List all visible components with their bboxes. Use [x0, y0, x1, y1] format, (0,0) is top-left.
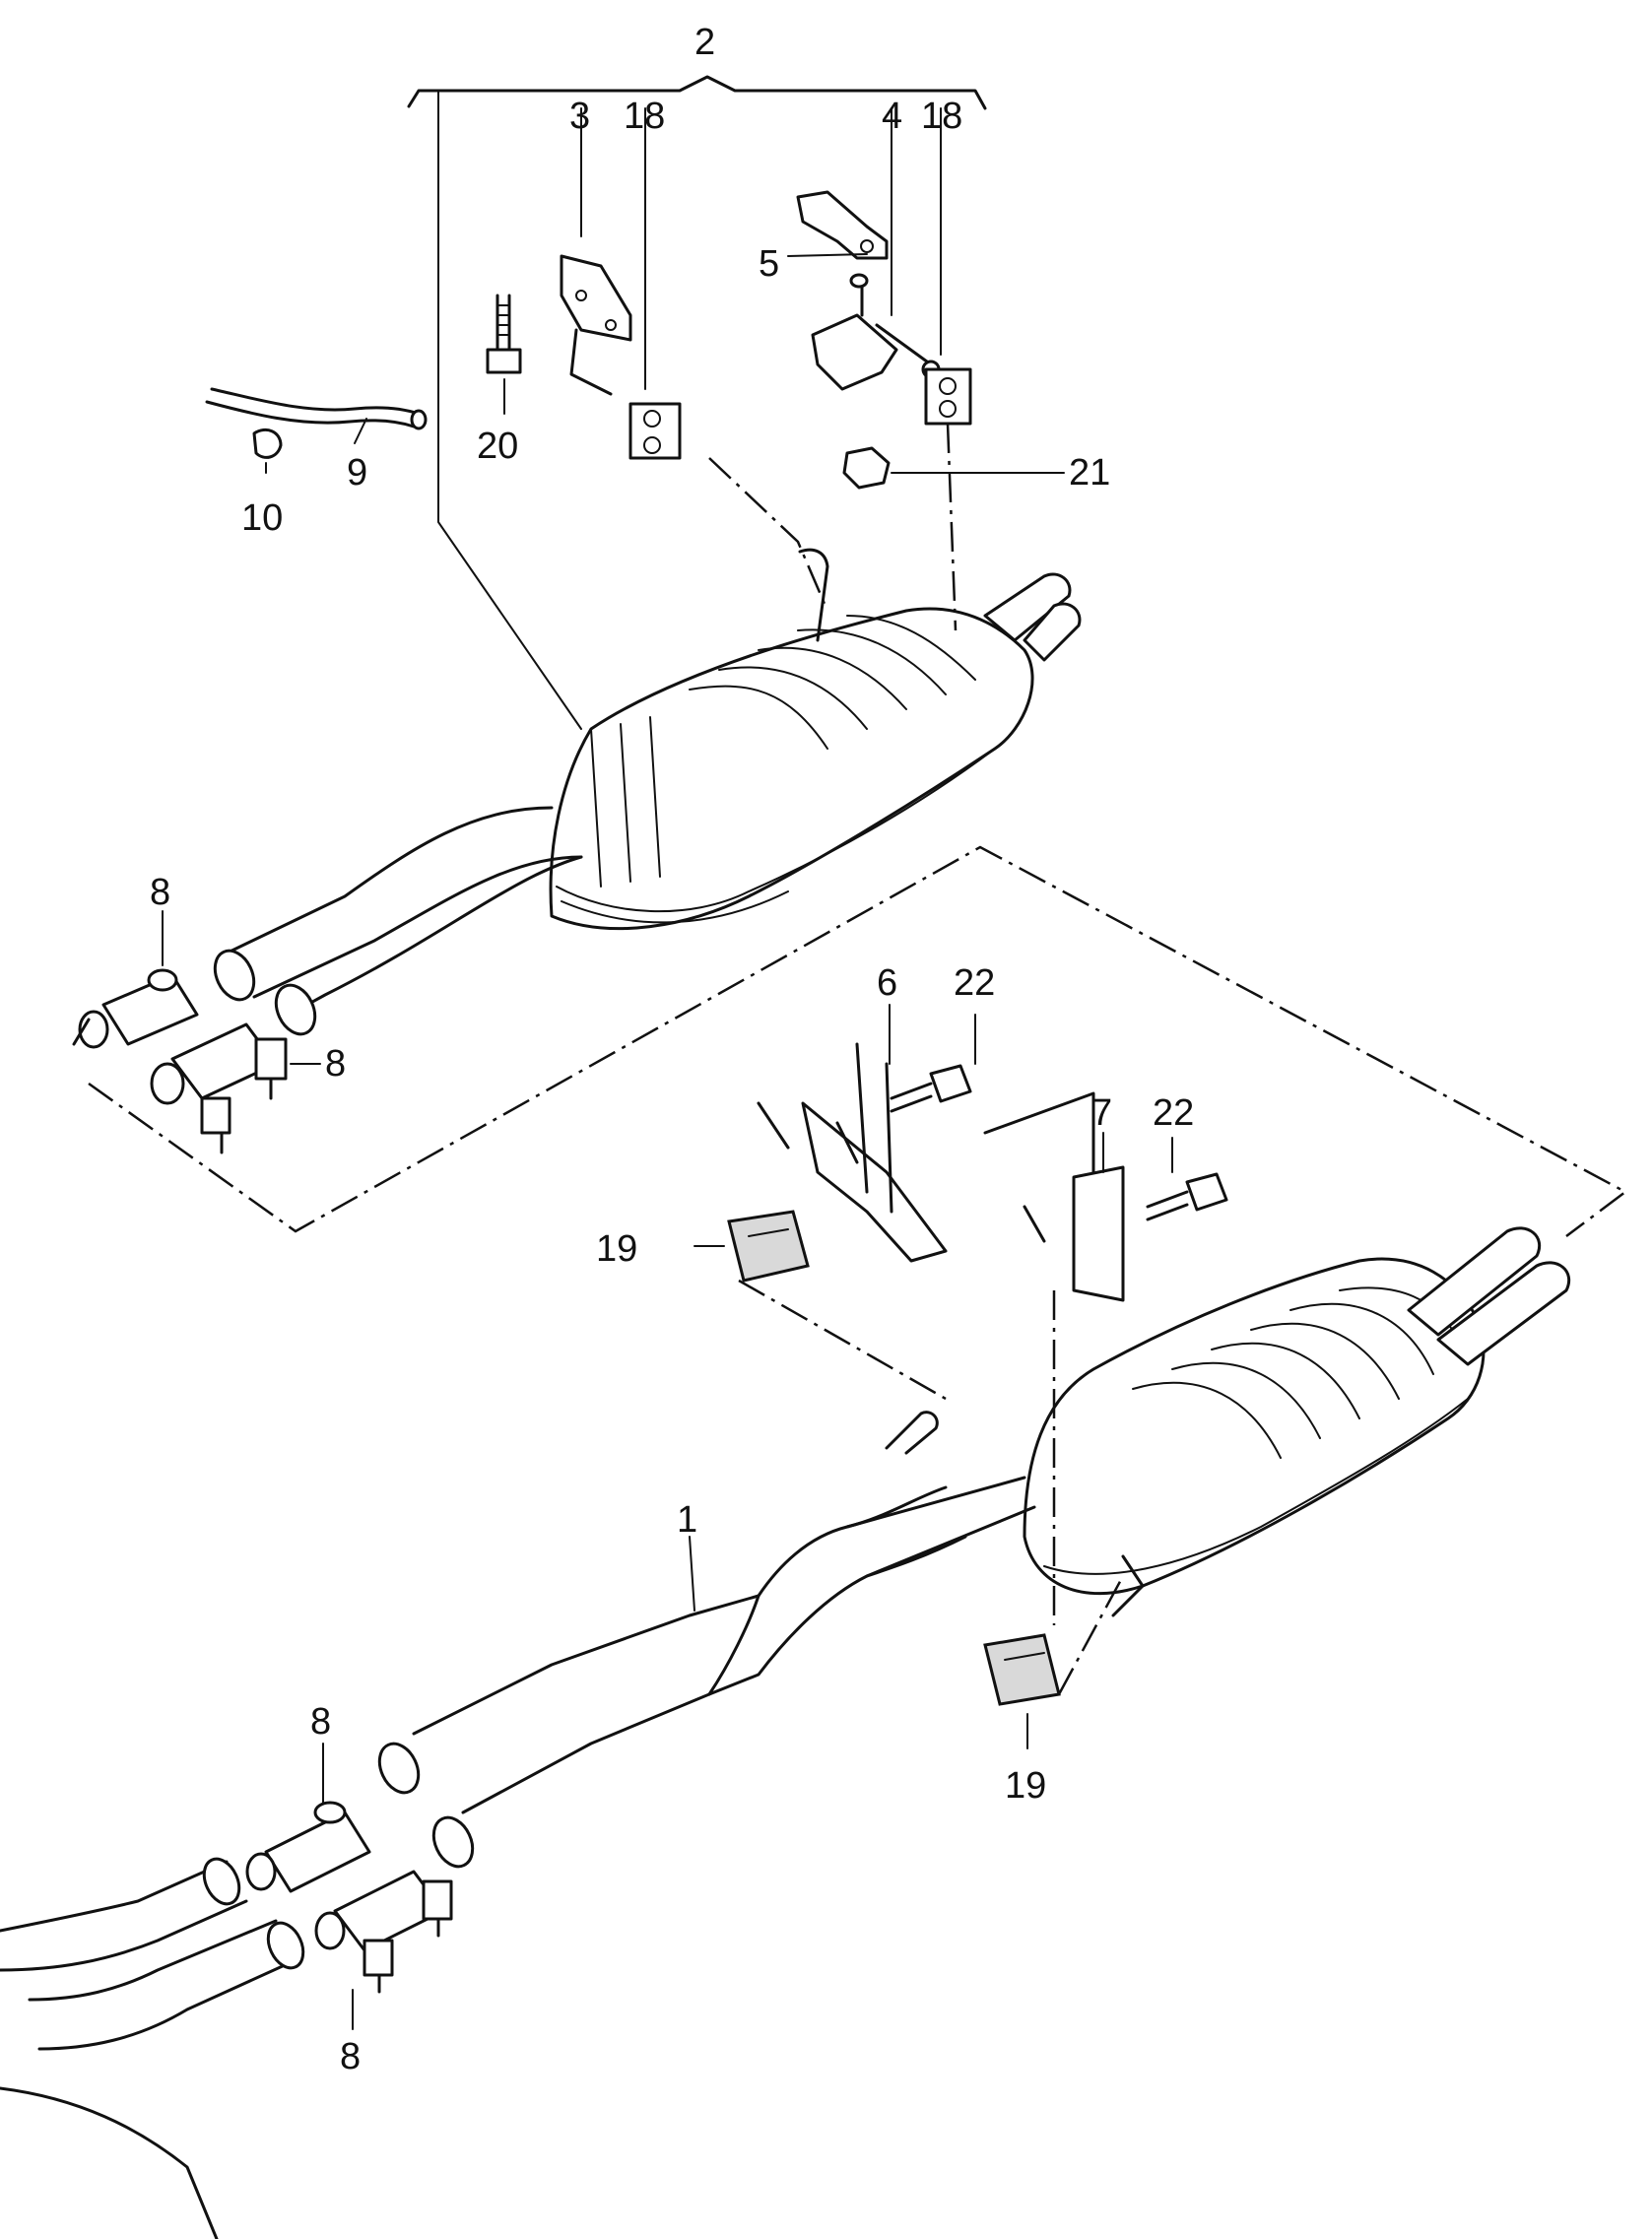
rear-silencer [549, 548, 1082, 931]
hose-9 [205, 387, 428, 430]
rear-silencer-inlet-pipes [213, 806, 583, 1036]
callout-10: 10 [241, 497, 283, 539]
callout-18b: 18 [921, 96, 962, 137]
callout-4: 4 [882, 96, 902, 137]
clip-10 [252, 428, 283, 459]
rubber-mount-18-right [924, 367, 972, 426]
group-bracket-2 [407, 75, 987, 730]
callout-2: 2 [694, 22, 715, 63]
callout-3: 3 [569, 96, 590, 137]
front-y-pipe [377, 1411, 1036, 1869]
catalytic-converters [0, 1857, 305, 2239]
callout-6: 6 [877, 962, 897, 1004]
callout-20: 20 [477, 426, 518, 467]
bracket-3 [560, 254, 632, 396]
callout-8c: 8 [310, 1701, 331, 1743]
rubber-mount-19-lower [983, 1633, 1061, 1706]
bracket-5 [796, 190, 889, 260]
callout-8a: 8 [150, 872, 170, 913]
callout-22b: 22 [1153, 1092, 1194, 1134]
clamp-upper-right [150, 1022, 288, 1154]
assembly-lines [88, 423, 1628, 1695]
clamp-upper-left [72, 968, 199, 1049]
bracket-4 [811, 273, 941, 391]
callout-7: 7 [1091, 1092, 1112, 1134]
bracket-6 [757, 1042, 948, 1263]
callout-21: 21 [1069, 452, 1110, 494]
callout-labels: 2 3 18 4 18 5 9 20 10 21 8 8 6 22 7 22 1… [150, 22, 1194, 2077]
bolt-22-lower [1146, 1172, 1228, 1221]
callout-1: 1 [677, 1499, 697, 1541]
bolt-20 [486, 294, 522, 374]
callout-19a: 19 [596, 1228, 637, 1270]
clamp-lower-right [314, 1870, 453, 1994]
callout-22a: 22 [954, 962, 995, 1004]
callout-8b: 8 [325, 1043, 346, 1085]
clamp-lower-left [245, 1801, 371, 1893]
middle-silencer [1023, 1226, 1571, 1617]
callout-18a: 18 [624, 96, 665, 137]
callout-19b: 19 [1005, 1765, 1046, 1807]
bolt-22-upper [890, 1064, 972, 1113]
rubber-mount-19-upper [727, 1210, 810, 1283]
nut-21 [842, 446, 891, 490]
callout-9: 9 [347, 452, 367, 494]
callout-5: 5 [759, 243, 779, 285]
leader-lines [162, 107, 1173, 2030]
bracket-7 [983, 1091, 1125, 1302]
rubber-mount-18-left [628, 402, 682, 460]
callout-8d: 8 [340, 2036, 361, 2077]
